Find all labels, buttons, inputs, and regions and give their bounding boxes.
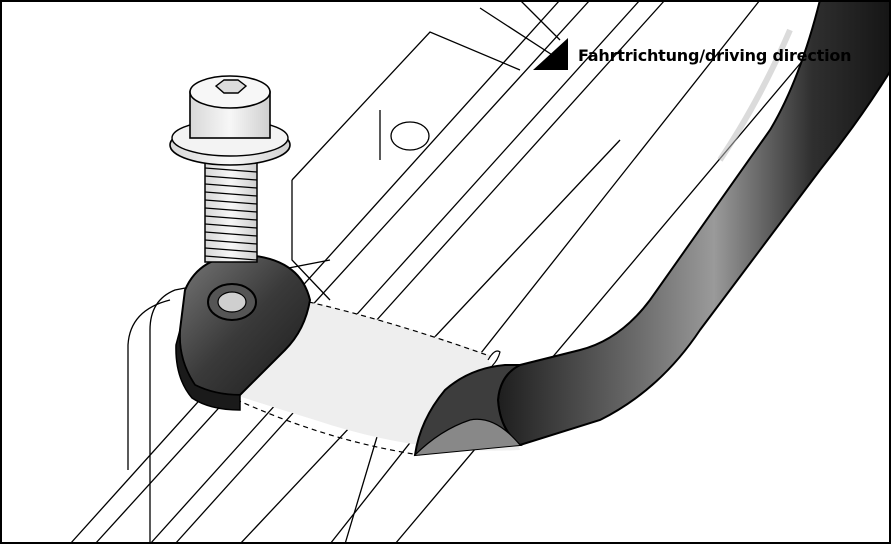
direction-arrow-icon bbox=[533, 38, 568, 70]
direction-label: Fahrtrichtung/driving direction bbox=[578, 46, 852, 65]
hex-socket-bolt bbox=[169, 75, 291, 263]
plate-hole bbox=[390, 121, 430, 151]
frame-plate bbox=[127, 0, 561, 544]
ring-terminal-lug bbox=[175, 253, 312, 411]
ground-cable bbox=[413, 0, 891, 457]
